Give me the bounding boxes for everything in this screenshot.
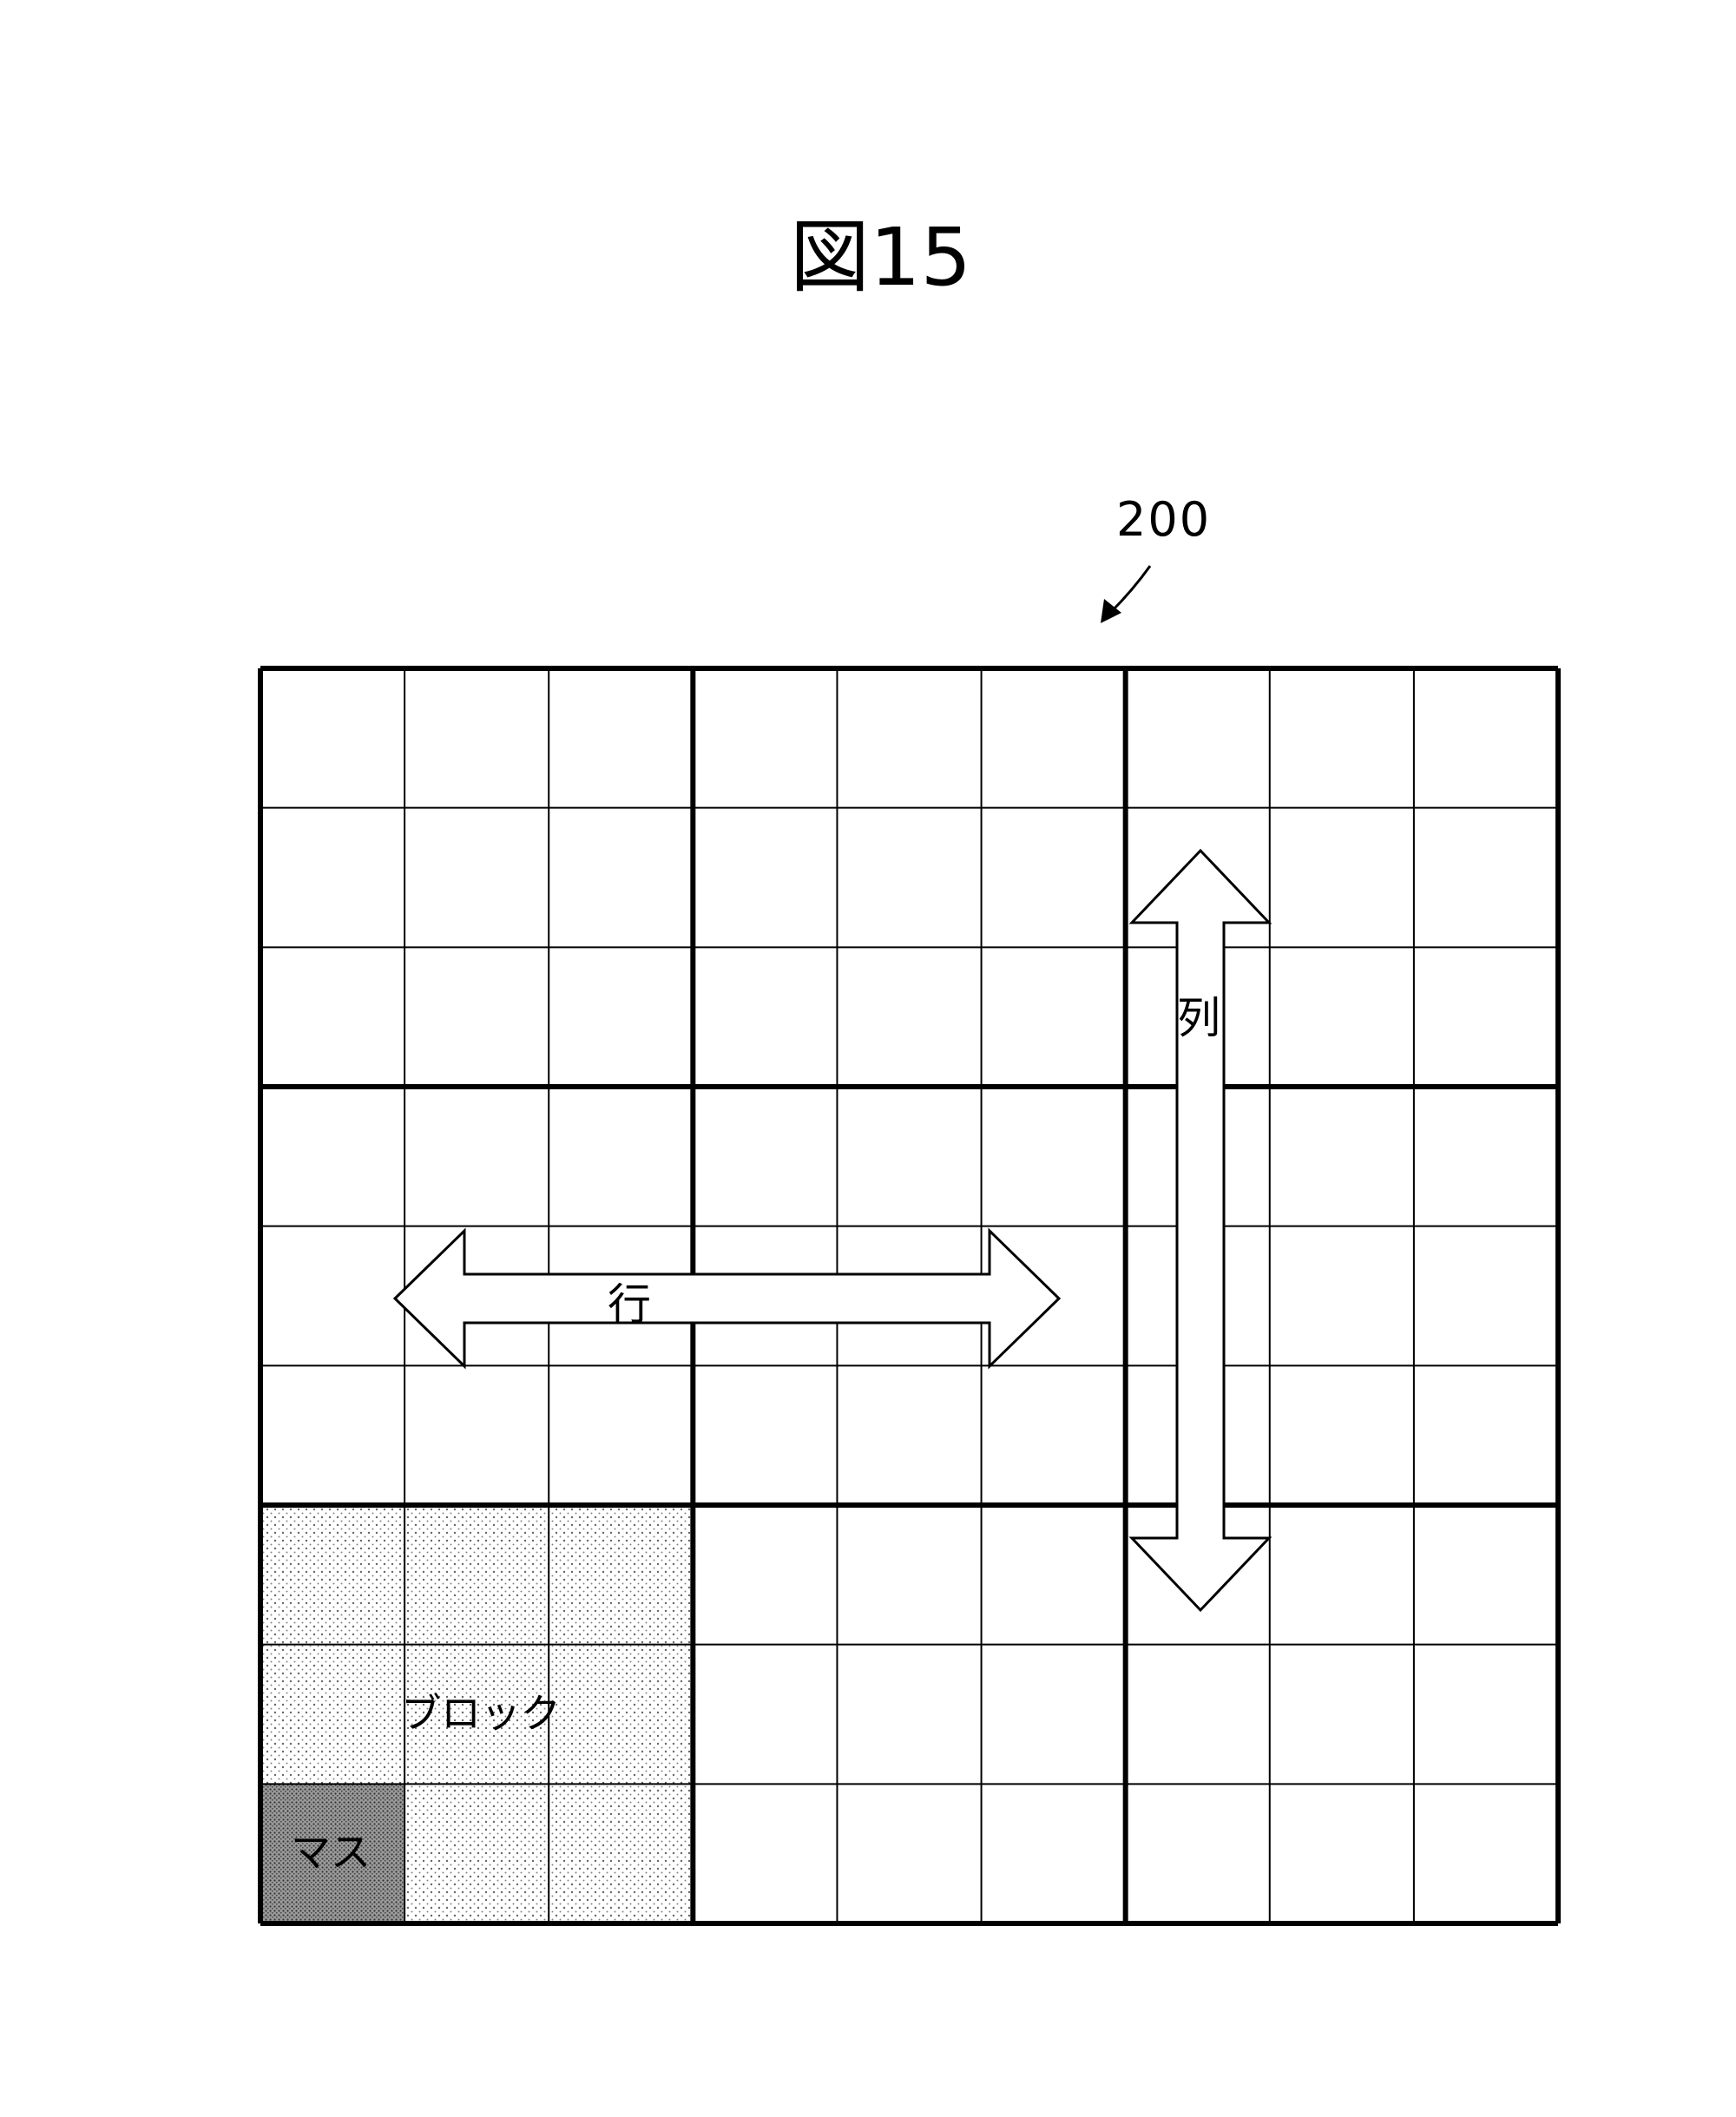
row-arrow: 行: [392, 1227, 1062, 1370]
figure-title-text: 図15: [790, 211, 971, 304]
row-arrow-shape: [392, 1227, 1062, 1370]
reference-callout: 200: [1101, 492, 1211, 623]
row-label: 行: [608, 1279, 651, 1330]
reference-numeral: 200: [1116, 492, 1211, 547]
cell-highlight: [260, 1785, 404, 1923]
reference-arrowhead-icon: [1101, 599, 1121, 623]
cell-label: マス: [291, 1829, 371, 1876]
reference-leader-line: [1109, 565, 1152, 614]
column-label: 列: [1177, 993, 1220, 1043]
column-arrow-shape: [1128, 848, 1272, 1613]
block-label: ブロック: [401, 1690, 561, 1737]
figure-title: 図15: [790, 211, 971, 304]
column-arrow: 列: [1128, 848, 1272, 1613]
